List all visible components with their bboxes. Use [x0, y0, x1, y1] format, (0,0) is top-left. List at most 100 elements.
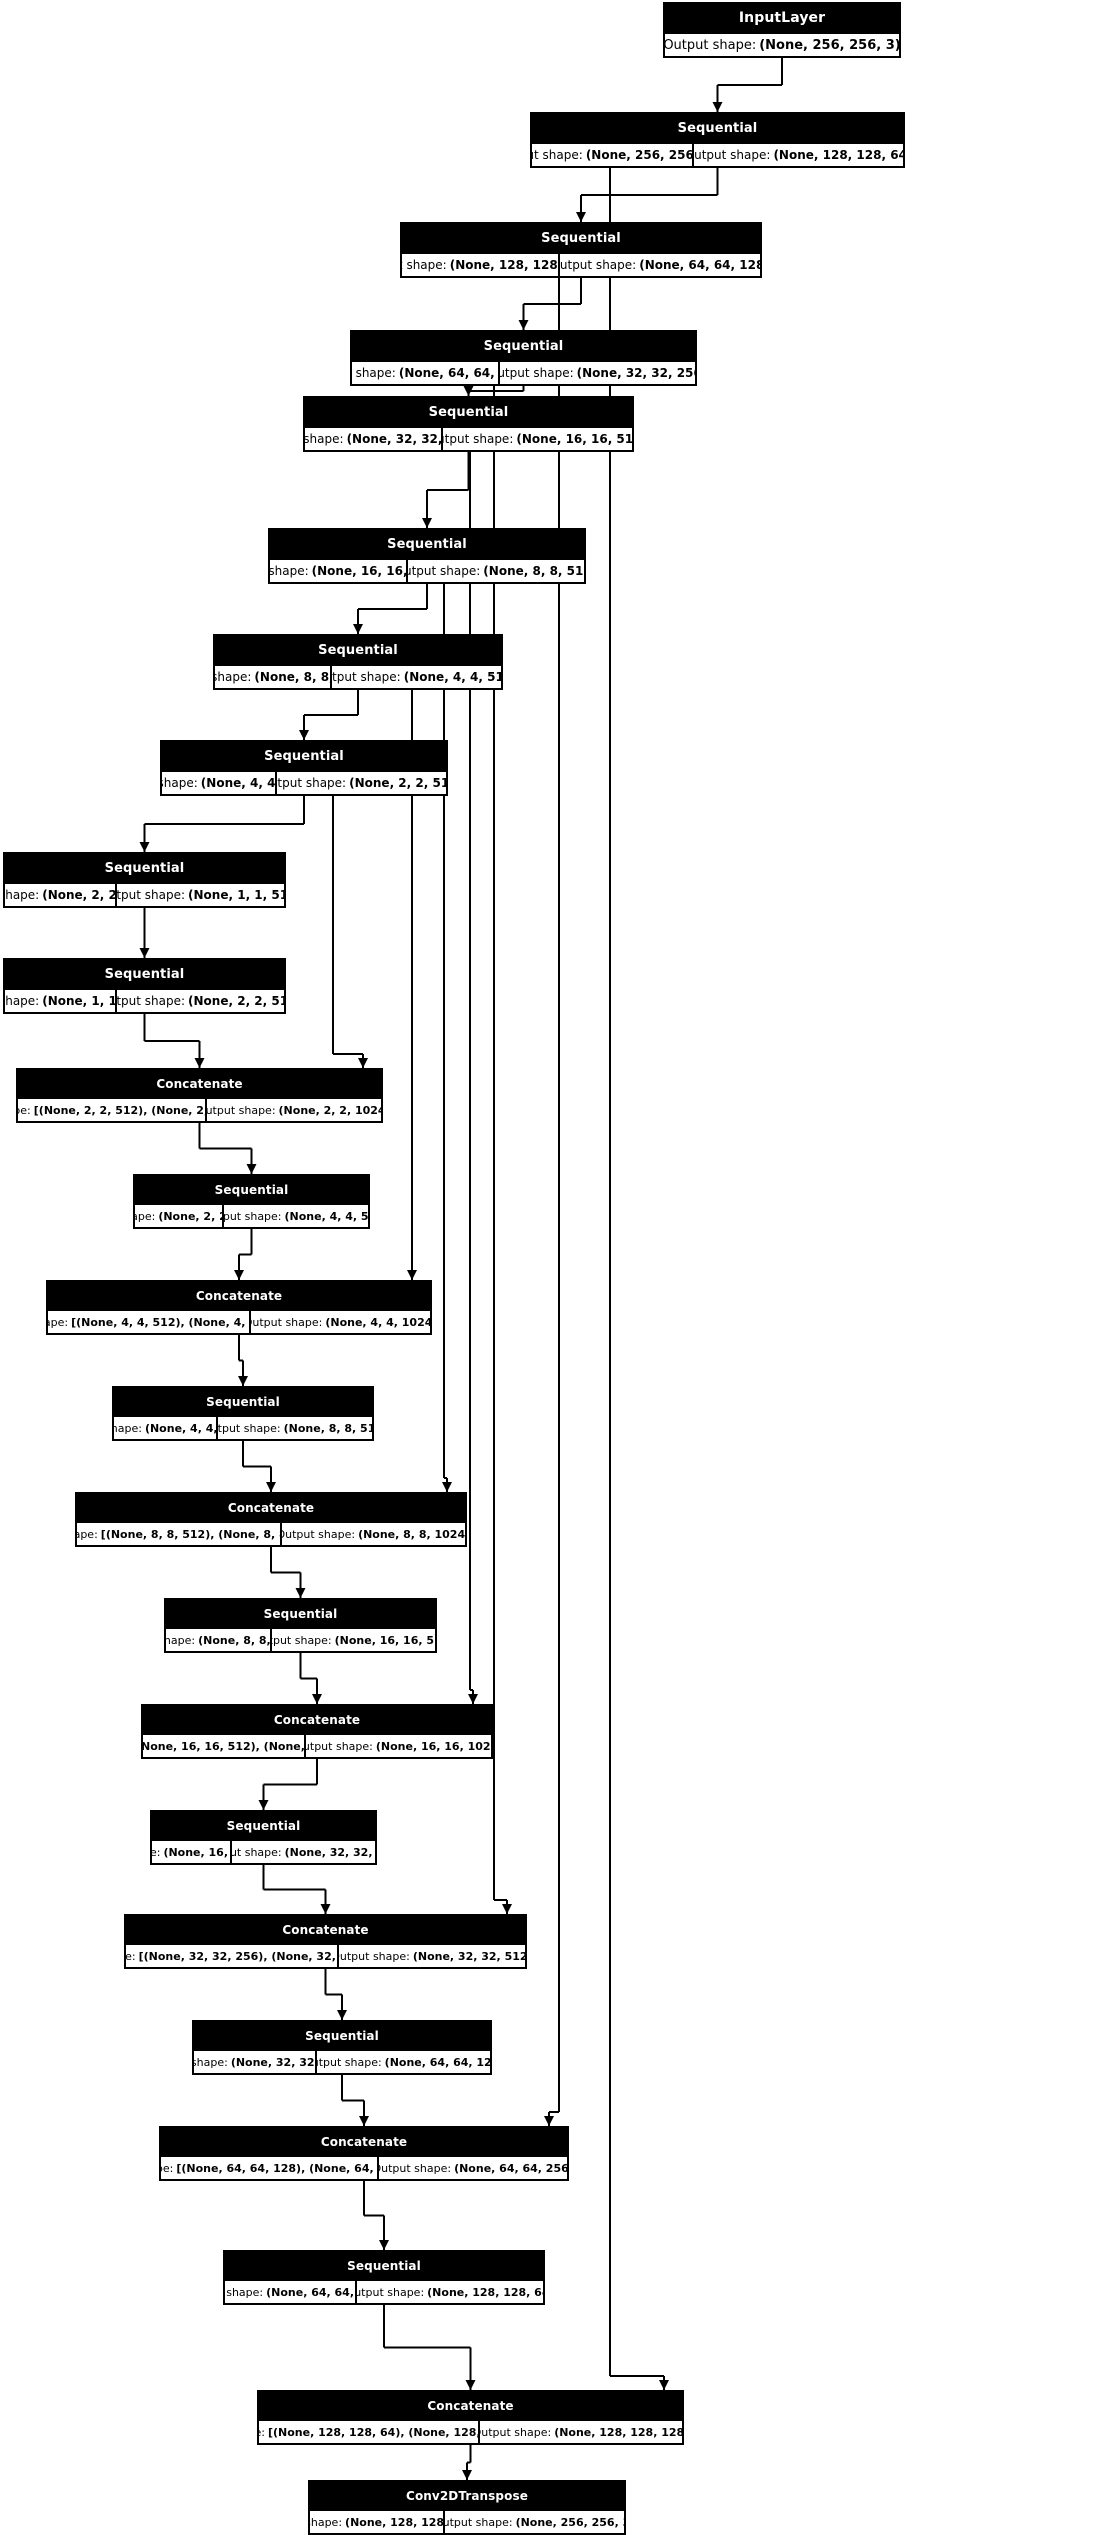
node-shapes-row: Input shape:(None, 32, 32, 256)Output sh…: [305, 426, 632, 450]
node-sequential[interactable]: SequentialInput shape:(None, 2, 2, 1024)…: [133, 1174, 370, 1229]
output-shape-value: (None, 4, 4, 512): [403, 670, 501, 684]
node-shapes-row: Input shape:(None, 128, 128, 128)Output …: [310, 2509, 624, 2533]
output-shape-label: Output shape:: [498, 366, 574, 380]
node-sequential[interactable]: SequentialInput shape:(None, 16, 16, 512…: [268, 528, 586, 584]
node-sequential[interactable]: SequentialInput shape:(None, 4, 4, 1024)…: [112, 1386, 374, 1441]
input-shape-label: Input shape:: [225, 2285, 264, 2299]
node-sequential[interactable]: SequentialInput shape:(None, 1, 1, 512)O…: [3, 958, 286, 1014]
input-shape-label: Input shape:: [161, 2161, 174, 2175]
output-shape-label: Output shape:: [443, 2515, 513, 2529]
input-shape-value: (None, 8, 8, 512): [254, 670, 330, 684]
output-shape-value: (None, 128, 128, 64): [773, 148, 903, 162]
node-title: Concatenate: [161, 2128, 567, 2155]
output-shape-label: Output shape:: [558, 258, 637, 272]
node-sequential[interactable]: SequentialInput shape:(None, 2, 2, 512)O…: [3, 852, 286, 908]
output-shape-value: (None, 256, 256, 3): [515, 2515, 624, 2529]
node-title: Sequential: [152, 1812, 375, 1839]
input-shape-label: Input shape:: [135, 1209, 156, 1223]
node-input-shape: Input shape:(None, 16, 16, 512): [270, 560, 406, 582]
node-title: Concatenate: [18, 1070, 381, 1097]
node-concatenate[interactable]: ConcatenateInput shape:[(None, 128, 128,…: [257, 2390, 684, 2445]
node-title: Sequential: [5, 854, 284, 882]
node-output-shape: Output shape:(None, 4, 4, 1024): [249, 1311, 430, 1333]
output-shape-value: (None, 2, 2, 512): [188, 994, 284, 1008]
output-shape-value: (None, 4, 4, 1024): [325, 1315, 430, 1329]
node-sequential[interactable]: SequentialInput shape:(None, 128, 128, 6…: [400, 222, 762, 278]
input-shape-value: [(None, 4, 4, 512), (None, 4, 4, 512)]: [71, 1315, 249, 1329]
node-title: Sequential: [135, 1176, 368, 1203]
output-shape-value: (None, 16, 16, 512): [516, 432, 632, 446]
output-shape-value: (None, 128, 128, 64): [427, 2285, 543, 2299]
output-shape-label: Output shape:: [217, 1421, 281, 1435]
node-output-shape: Output shape:(None, 16, 16, 512): [440, 428, 632, 450]
node-title: Sequential: [114, 1388, 372, 1415]
node-title: Sequential: [162, 742, 446, 770]
output-shape-value: (None, 256, 256, 3): [759, 37, 899, 53]
node-concatenate[interactable]: ConcatenateInput shape:[(None, 16, 16, 5…: [141, 1704, 493, 1759]
input-shape-label: Input shape:: [77, 1527, 98, 1541]
node-input-shape: Input shape:(None, 8, 8, 512): [215, 666, 330, 688]
node-output-shape: Output shape:(None, 256, 256, 3): [443, 2511, 624, 2533]
node-sequential[interactable]: SequentialInput shape:(None, 64, 64, 256…: [223, 2250, 545, 2305]
input-shape-value: (None, 16, 16, 1024): [163, 1845, 230, 1859]
node-sequential[interactable]: SequentialInput shape:(None, 4, 4, 512)O…: [160, 740, 448, 796]
output-shape-value: (None, 64, 64, 128): [639, 258, 760, 272]
node-title: Sequential: [305, 398, 632, 426]
output-shape-label: Output shape:: [408, 564, 481, 578]
node-sequential[interactable]: SequentialInput shape:(None, 256, 256, 3…: [530, 112, 905, 168]
node-concatenate[interactable]: ConcatenateInput shape:[(None, 64, 64, 1…: [159, 2126, 569, 2181]
node-shapes-row: Input shape:[(None, 8, 8, 512), (None, 8…: [77, 1521, 465, 1545]
node-conv2dtranspose[interactable]: Conv2DTransposeInput shape:(None, 128, 1…: [308, 2480, 626, 2535]
input-shape-value: [(None, 2, 2, 512), (None, 2, 2, 512)]: [33, 1103, 205, 1117]
node-sequential[interactable]: SequentialInput shape:(None, 8, 8, 512)O…: [213, 634, 503, 690]
node-shapes-row: Input shape:(None, 16, 16, 1024)Output s…: [152, 1839, 375, 1863]
node-title: Concatenate: [126, 1916, 525, 1943]
node-shapes-row: Input shape:(None, 64, 64, 256)Output sh…: [225, 2279, 543, 2303]
node-input-shape: Input shape:(None, 64, 64, 128): [352, 362, 498, 384]
node-input-shape: Input shape:(None, 4, 4, 1024): [114, 1417, 216, 1439]
output-shape-label: Output shape:: [665, 37, 757, 53]
output-shape-label: Output shape:: [477, 2425, 552, 2439]
node-title: Conv2DTranspose: [310, 2482, 624, 2509]
node-concatenate[interactable]: ConcatenateInput shape:[(None, 4, 4, 512…: [46, 1280, 432, 1335]
input-shape-label: Input shape:: [215, 670, 252, 684]
node-title: Sequential: [402, 224, 760, 252]
output-shape-label: Output shape:: [332, 670, 401, 684]
node-title: Sequential: [532, 114, 903, 142]
node-concatenate[interactable]: ConcatenateInput shape:[(None, 32, 32, 2…: [124, 1914, 527, 1969]
node-output-shape: Output shape:(None, 2, 2, 512): [275, 772, 446, 794]
node-output-shape: Output shape:(None, 2, 2, 1024): [204, 1099, 381, 1121]
output-shape-label: Output shape:: [306, 1739, 373, 1753]
node-shapes-row: Input shape:(None, 256, 256, 3)Output sh…: [532, 142, 903, 166]
node-input-shape: Input shape:(None, 32, 32, 512): [194, 2051, 315, 2073]
node-sequential[interactable]: SequentialInput shape:(None, 32, 32, 512…: [192, 2020, 492, 2075]
output-shape-value: (None, 16, 16, 512): [334, 1633, 435, 1647]
input-shape-label: Input shape:: [532, 148, 583, 162]
node-input-shape: Input shape:[(None, 32, 32, 256), (None,…: [126, 1945, 337, 1967]
node-output-shape: Output shape:(None, 2, 2, 512): [115, 990, 284, 1012]
node-input-shape: Input shape:(None, 16, 16, 1024): [152, 1841, 230, 1863]
input-shape-label: Input shape:: [5, 994, 40, 1008]
node-concatenate[interactable]: ConcatenateInput shape:[(None, 2, 2, 512…: [16, 1068, 383, 1123]
input-shape-value: [(None, 32, 32, 256), (None, 32, 32, 256…: [138, 1949, 337, 1963]
input-shape-value: (None, 2, 2, 1024): [158, 1209, 222, 1223]
node-shapes-row: Input shape:(None, 1, 1, 512)Output shap…: [5, 988, 284, 1012]
node-input-shape: Input shape:[(None, 4, 4, 512), (None, 4…: [48, 1311, 249, 1333]
node-shapes-row: Input shape:[(None, 4, 4, 512), (None, 4…: [48, 1309, 430, 1333]
node-shapes-row: Input shape:[(None, 128, 128, 64), (None…: [259, 2419, 682, 2443]
node-shapes-row: Input shape:(None, 4, 4, 1024)Output sha…: [114, 1415, 372, 1439]
node-sequential[interactable]: SequentialInput shape:(None, 8, 8, 1024)…: [164, 1598, 437, 1653]
input-shape-value: (None, 8, 8, 1024): [198, 1633, 271, 1647]
node-output-shape: Output shape:(None, 16, 16, 512): [270, 1629, 435, 1651]
node-output-shape: Output shape:(None, 128, 128, 64): [355, 2281, 543, 2303]
node-sequential[interactable]: SequentialInput shape:(None, 64, 64, 128…: [350, 330, 697, 386]
node-concatenate[interactable]: ConcatenateInput shape:[(None, 8, 8, 512…: [75, 1492, 467, 1547]
node-sequential[interactable]: SequentialInput shape:(None, 32, 32, 256…: [303, 396, 634, 452]
node-title: Sequential: [215, 636, 501, 664]
node-title: Concatenate: [259, 2392, 682, 2419]
input-shape-label: Input shape:: [402, 258, 447, 272]
input-shape-label: Input shape:: [352, 366, 396, 380]
node-sequential[interactable]: SequentialInput shape:(None, 16, 16, 102…: [150, 1810, 377, 1865]
